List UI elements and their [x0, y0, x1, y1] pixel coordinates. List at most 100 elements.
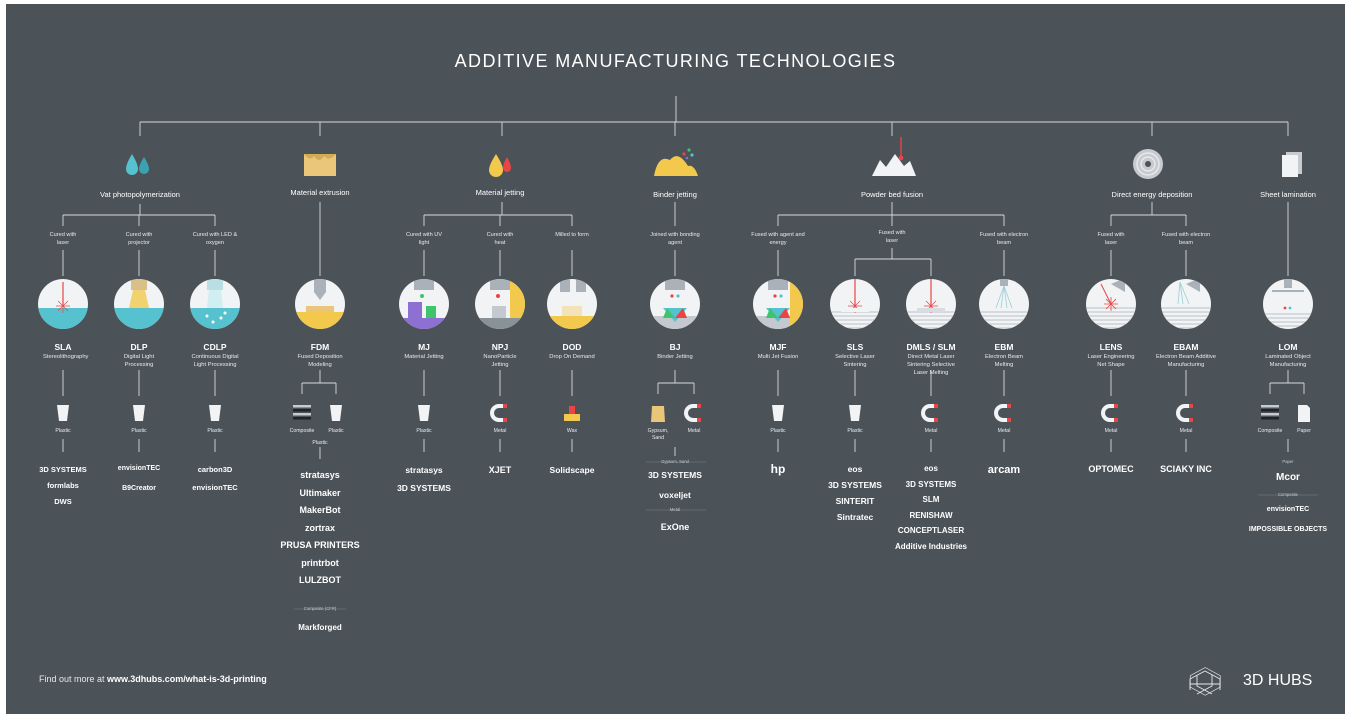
sub-label: Composite (CFR)	[303, 606, 337, 611]
plastic-cup-icon	[330, 405, 342, 421]
condition-label: Fused with electron beam	[979, 232, 1029, 247]
manufacturer-logo: 3D SYSTEMS	[905, 479, 957, 489]
process-description: Laminated Object Manufacturing	[1265, 354, 1311, 368]
material-label: Composite	[289, 428, 315, 434]
material-label: Plastic	[328, 428, 344, 434]
process-name: SLS	[846, 342, 864, 352]
process-lom-icon	[1263, 279, 1313, 329]
condition-label: Fused with electron beam	[1161, 232, 1211, 247]
category-label: Material jetting	[475, 188, 525, 197]
manufacturer-logo: DWS	[54, 497, 72, 506]
paper-icon	[1298, 405, 1310, 422]
manufacturer-logo: XJET	[488, 465, 512, 475]
logo-text: 3D HUBS	[1243, 672, 1313, 689]
manufacturer-logo: arcam	[987, 464, 1021, 476]
extruded-block-icon	[304, 154, 336, 176]
manufacturer-logo: Mcor	[1276, 472, 1300, 483]
condition-label: Cured with laser	[49, 232, 77, 247]
manufacturer-logo: hp	[770, 462, 786, 476]
process-description: Electron Beam Melting	[984, 354, 1024, 368]
process-name: EBM	[994, 342, 1014, 352]
process-dod-icon	[547, 279, 597, 329]
resin-drops-icon	[126, 154, 149, 175]
metal-magnet-icon	[921, 404, 938, 422]
material-label: Metal	[997, 428, 1011, 434]
process-sls-icon	[830, 279, 880, 329]
category-label: Sheet lamination	[1260, 190, 1316, 199]
powder-bed-laser-icon	[872, 137, 916, 176]
material-label: Metal	[687, 428, 701, 434]
material-label: Metal	[493, 428, 507, 434]
plastic-cup-icon	[772, 405, 784, 421]
manufacturer-logo: CONCEPTLASER	[897, 526, 965, 535]
material-label: Metal	[924, 428, 938, 434]
material-label: Plastic	[131, 428, 147, 434]
sub-label: Composite	[1277, 492, 1299, 497]
material-label: Metal	[1179, 428, 1193, 434]
tree-lines	[38, 96, 1318, 610]
manufacturer-logo: 3D SYSTEMS	[648, 470, 702, 480]
manufacturer-logo: OPTOMEC	[1088, 464, 1134, 474]
material-label: Composite	[1257, 428, 1283, 434]
material-label: Plastic	[207, 428, 223, 434]
material-label: Wax	[566, 428, 578, 434]
sub-label: Metal	[669, 507, 681, 512]
condition-label: Fused with laser	[1097, 232, 1125, 247]
condition-label: Cured with LED & oxygen	[192, 232, 238, 247]
manufacturer-logo: Markforged	[298, 623, 342, 632]
process-bj-icon	[650, 279, 700, 329]
sub-label: Paper	[1282, 459, 1294, 464]
plastic-cup-icon	[209, 405, 221, 421]
process-name: BJ	[669, 342, 681, 352]
condition-label: Cured with UV light	[405, 232, 443, 247]
page-title: ADDITIVE MANUFACTURING TECHNOLOGIES	[454, 51, 897, 71]
plastic-cup-icon	[57, 405, 69, 421]
footer-text: Find out more at www.3dhubs.com/what-is-…	[39, 674, 267, 684]
plastic-cup-icon	[133, 405, 145, 421]
process-description: Multi Jet Fusion	[757, 354, 799, 360]
material-label: Plastic	[312, 440, 328, 446]
brand-logo: 3D HUBS	[1189, 667, 1313, 696]
composite-icon	[1261, 405, 1279, 420]
manufacturer-logo: Solidscape	[549, 465, 595, 475]
plastic-cup-icon	[849, 405, 861, 421]
manufacturer-logo: PRUSA PRINTERS	[280, 540, 360, 550]
process-description: Drop On Demand	[549, 354, 595, 360]
process-laser-icon	[38, 279, 88, 329]
metal-magnet-icon	[490, 404, 507, 422]
material-label: Plastic	[847, 428, 863, 434]
material-label: Paper	[1297, 428, 1311, 434]
process-description: Binder Jetting	[657, 354, 693, 360]
process-description: Selective Laser Sintering	[835, 354, 875, 368]
powder-pile-icon	[654, 148, 698, 176]
process-lens-icon	[1086, 279, 1136, 329]
hex-grid-icon	[1189, 667, 1221, 696]
process-description: Continuous Digital Light Processing	[191, 354, 239, 368]
process-name: LENS	[1099, 342, 1123, 352]
process-description: Digital Light Processing	[123, 354, 155, 368]
process-ebam-icon	[1161, 279, 1211, 329]
manufacturer-logo: voxeljet	[659, 490, 691, 500]
process-mjf-icon	[753, 279, 803, 329]
category-label: Direct energy deposition	[1111, 190, 1193, 199]
metal-magnet-icon	[1101, 404, 1118, 422]
process-name: DLP	[130, 342, 148, 352]
category-label: Powder bed fusion	[860, 190, 924, 199]
process-description: Direct Metal Laser Sintering Selective L…	[906, 354, 955, 376]
manufacturer-logo: 3D SYSTEMS	[397, 483, 451, 493]
footer-link[interactable]: www.3dhubs.com/what-is-3d-printing	[107, 674, 267, 684]
condition-label: Joined with bonding agent	[650, 232, 700, 247]
condition-label: Cured with projector	[125, 232, 153, 247]
manufacturer-logo: 3D SYSTEMS	[39, 465, 87, 474]
manufacturer-logo: carbon3D	[197, 465, 233, 474]
manufacturer-logo: eos	[924, 464, 938, 473]
condition-label: Fused with agent and energy	[751, 232, 805, 247]
category-label: Material extrusion	[290, 188, 350, 197]
process-cdlp-icon	[190, 279, 240, 329]
manufacturer-logo: RENISHAW	[909, 510, 953, 520]
footer-prefix: Find out more at	[39, 674, 108, 684]
manufacturer-logo: envisionTEC	[192, 483, 238, 492]
process-name: DMLS / SLM	[906, 342, 956, 352]
manufacturer-logo: formlabs	[47, 481, 79, 490]
process-description: Stereolithography	[43, 354, 89, 360]
